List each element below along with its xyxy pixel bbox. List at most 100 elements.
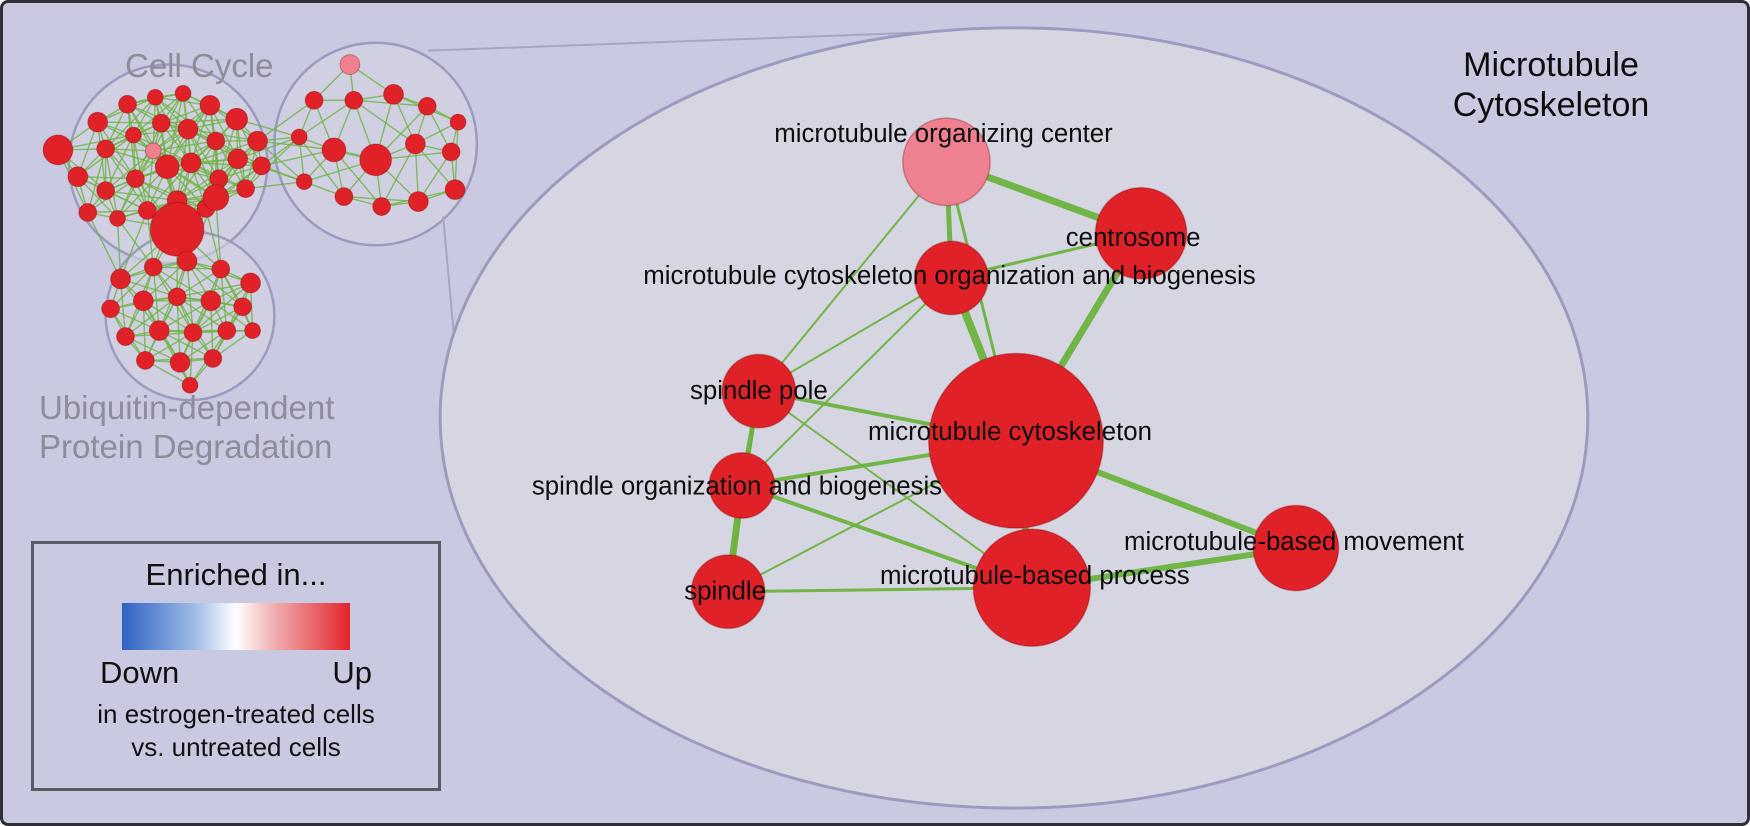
overview-node <box>217 321 237 341</box>
overview-edge <box>153 140 216 152</box>
overview-node <box>116 327 135 346</box>
overview-edge <box>158 300 212 332</box>
node-label-mbp: microtubule-based process <box>880 562 1190 590</box>
overview-edge <box>353 99 416 145</box>
legend-caption: in estrogen-treated cells vs. untreated … <box>97 698 374 765</box>
overview-node <box>135 350 155 370</box>
overview-edge <box>205 208 222 270</box>
node-label-mbm: microtubule-based movement <box>1124 528 1464 556</box>
overview-node <box>203 348 223 368</box>
overview-node <box>101 299 121 319</box>
overview-node <box>143 257 163 277</box>
ubiquitin-cluster-label: Ubiquitin-dependent Protein Degradation <box>39 389 334 467</box>
overview-node <box>227 148 249 170</box>
node-moc <box>902 117 991 207</box>
overview-node <box>154 154 180 180</box>
microtubule-label-line1: Microtubule <box>1463 46 1639 84</box>
overview-edge <box>97 121 154 152</box>
overview-edge <box>119 210 148 280</box>
overview-node <box>240 272 261 294</box>
overview-edge <box>220 268 254 331</box>
overview-node <box>169 351 191 373</box>
overview-node <box>225 107 249 131</box>
overview-edge <box>298 136 345 198</box>
overview-edge <box>146 150 154 211</box>
overview-node <box>78 203 98 222</box>
overview-node <box>404 133 426 155</box>
overview-edge <box>142 300 147 361</box>
overview-edge <box>245 181 305 190</box>
node-mc <box>927 352 1105 529</box>
overview-edge <box>333 149 383 207</box>
overview-edge <box>298 99 355 138</box>
overview-edge <box>161 118 237 124</box>
overview-node <box>252 156 271 176</box>
overview-edge <box>192 306 243 334</box>
overview-edge <box>125 335 181 363</box>
overview-edge <box>105 148 148 211</box>
overview-node <box>244 322 261 340</box>
node-label-mco: microtubule cytoskeleton organization an… <box>643 262 1255 290</box>
overview-edge <box>257 140 335 151</box>
legend-box: Enriched in... Down Up in estrogen-treat… <box>31 541 441 791</box>
overview-node <box>441 142 461 162</box>
overview-node <box>407 191 429 212</box>
overview-edge <box>97 121 136 180</box>
overview-node <box>67 166 89 188</box>
overview-node <box>180 152 202 174</box>
node-mco <box>913 240 989 316</box>
overview-node <box>87 111 109 133</box>
overview-edge <box>87 148 107 213</box>
overview-edge <box>144 331 194 361</box>
legend-down-label: Down <box>100 655 180 690</box>
overview-node <box>344 90 364 110</box>
overview-node <box>233 297 253 317</box>
overview-edge <box>105 150 154 192</box>
overview-node <box>339 54 361 75</box>
overview-edge <box>152 266 212 302</box>
node-label-spindle_pole: spindle pole <box>690 377 828 405</box>
overview-edge <box>117 166 168 219</box>
edge-moc-spindle_pole <box>757 160 948 393</box>
overview-node <box>148 320 170 342</box>
microtubule-label-line2: Cytoskeleton <box>1452 86 1650 125</box>
overview-node <box>96 181 116 201</box>
node-label-mc: microtubule cytoskeleton <box>868 418 1152 446</box>
overview-node <box>199 94 221 116</box>
overview-node <box>137 201 157 220</box>
node-label-spindle: spindle <box>684 578 766 606</box>
overview-edge <box>87 212 122 280</box>
overview-node <box>211 259 231 279</box>
overview-edge <box>146 210 154 268</box>
overview-node <box>124 126 142 144</box>
overview-node <box>125 169 145 189</box>
overview-edge <box>104 148 119 219</box>
overview-node <box>247 130 268 152</box>
overview-edge <box>261 149 335 167</box>
overview-node <box>96 139 116 159</box>
overview-edge <box>380 143 416 207</box>
overview-edge <box>146 162 192 211</box>
network-canvas: microtubule organizing centercentrosomem… <box>42 26 1590 810</box>
overview-node <box>118 94 137 114</box>
overview-edge <box>186 261 194 333</box>
overview-node <box>132 290 154 312</box>
overview-node <box>372 197 392 216</box>
overview-node <box>181 376 199 394</box>
overview-node <box>183 323 203 343</box>
overview-edge <box>158 329 214 360</box>
legend-caption-line1: in estrogen-treated cells <box>97 699 375 729</box>
overview-node <box>109 209 126 227</box>
node-label-spindle_org: spindle organization and biogenesis <box>532 472 942 500</box>
overview-edge <box>176 158 239 202</box>
node-mbp <box>972 528 1092 648</box>
overview-node <box>236 179 256 199</box>
overview-node <box>144 142 162 160</box>
overview-node <box>146 88 164 106</box>
overview-node <box>334 187 354 207</box>
zoom-connector-line <box>428 28 995 52</box>
overview-node <box>295 173 313 191</box>
overview-node <box>149 202 205 257</box>
node-label-centrosome: centrosome <box>1066 224 1201 252</box>
